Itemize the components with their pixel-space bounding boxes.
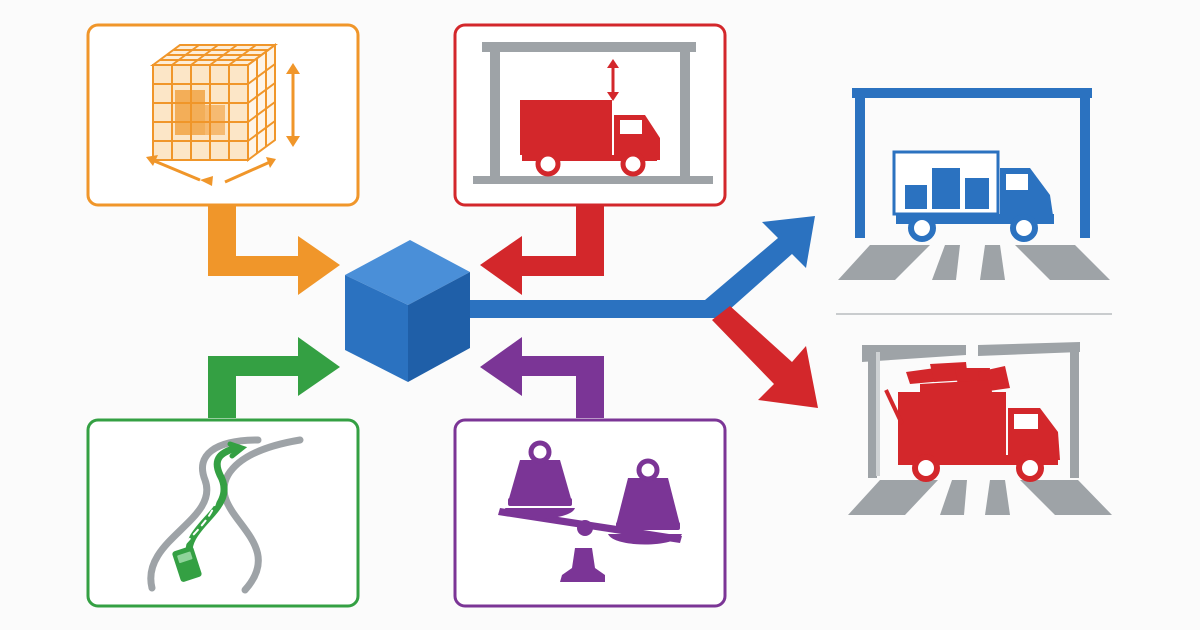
- truck-under-height-limit-icon: [520, 100, 660, 177]
- truck-fits-gate-icon: [892, 150, 1054, 242]
- damaged-gate-frame-icon: [862, 342, 1080, 478]
- route-panel: [86, 418, 360, 608]
- weight-panel: [453, 418, 727, 608]
- truck-too-tall-gate-icon: [884, 362, 1060, 482]
- clearance-gantry-icon: [473, 42, 713, 184]
- green-input-arrow: [208, 337, 340, 418]
- cube-icon: [345, 240, 470, 382]
- outcome-overloaded-panel: [848, 342, 1112, 515]
- width-dimension-arrows: [146, 155, 276, 186]
- road-icon-lower: [848, 480, 1112, 515]
- outcome-fits-panel: [838, 88, 1110, 280]
- red-output-arrow: [712, 306, 818, 408]
- 3d-grid-cube-icon: [149, 43, 279, 162]
- vehicle-marker-icon: [172, 546, 202, 582]
- balance-scale-weights-icon: [498, 440, 682, 582]
- vertical-clearance-arrow: [607, 59, 619, 101]
- blue-output-arrow: [470, 216, 815, 318]
- height-dimension-arrow: [286, 63, 300, 147]
- road-icon: [838, 245, 1110, 280]
- orange-input-arrow: [208, 206, 340, 295]
- winding-road-icon: [147, 436, 304, 594]
- volume-panel: [86, 23, 360, 207]
- gate-frame-blue-icon: [852, 88, 1092, 238]
- red-input-arrow: [480, 206, 604, 295]
- purple-input-arrow: [480, 337, 604, 418]
- clearance-panel: [453, 23, 727, 207]
